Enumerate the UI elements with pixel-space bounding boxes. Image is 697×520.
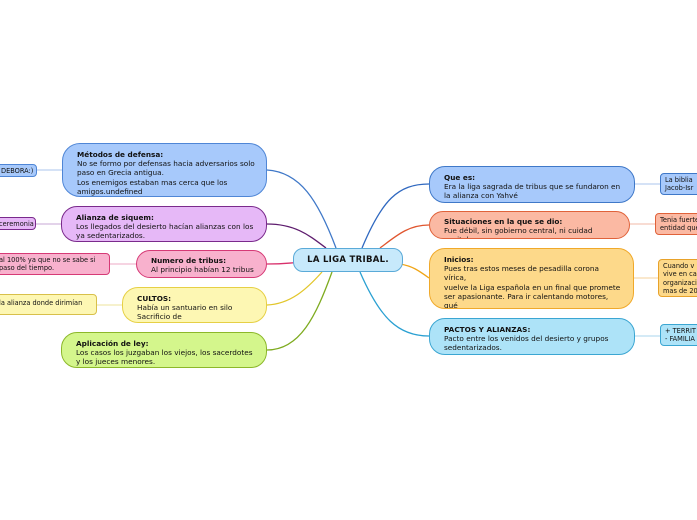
topic-pactos-y-alianzas[interactable]: PACTOS Y ALIANZAS: Pacto entre los venid…	[429, 318, 635, 355]
connector-left-0	[266, 169, 337, 249]
topic-title: Situaciones en la que se dio:	[444, 217, 563, 226]
topic-body: Pues tras estos meses de pesadilla coron…	[444, 264, 621, 309]
connector-left-1	[266, 223, 327, 249]
topic-aplicacion-de-ley[interactable]: Aplicación de ley: Los casos los juzgaba…	[61, 332, 267, 368]
topic-title: Alianza de siquem:	[76, 213, 154, 222]
topic-body: Al principio habían 12 tribus	[151, 265, 254, 275]
topic-body: No se formo por defensas hacia adversari…	[77, 159, 255, 196]
connector-right-0	[361, 183, 430, 249]
topic-title: Inicios:	[444, 255, 474, 264]
subtopic-biblia[interactable]: La biblia Jacob-Isr	[660, 173, 697, 195]
topic-body: Había un santuario en silo Sacrificio de…	[137, 303, 233, 322]
subtopic-cuando[interactable]: Cuando v vive en ca organizaci mas de 20	[658, 259, 697, 297]
connector-left-3	[266, 271, 323, 306]
topic-numero-de-tribus[interactable]: Numero de tribus: Al principio habían 12…	[136, 250, 267, 278]
connector-right-1	[379, 224, 430, 249]
topic-body: Pacto entre los venidos del desierto y g…	[444, 334, 609, 353]
subtopic-territorio[interactable]: + TERRIT - FAMILIA	[660, 324, 697, 346]
topic-situaciones[interactable]: Situaciones en la que se dio: Fue débil,…	[429, 211, 630, 239]
connector-right-2	[399, 263, 430, 279]
topic-body: Los llegados del desierto hacían alianza…	[76, 222, 254, 241]
topic-que-es[interactable]: Que es: Era la liga sagrada de tribus qu…	[429, 166, 635, 203]
topic-body: Era la liga sagrada de tribus que se fun…	[444, 182, 621, 201]
connector-left-4	[266, 271, 333, 351]
topic-title: Que es:	[444, 173, 476, 182]
topic-body: Los casos los juzgaban los viejos, los s…	[76, 348, 253, 367]
topic-metodos-de-defensa[interactable]: Métodos de defensa: No se formo por defe…	[62, 143, 267, 197]
topic-alianza-de-siquem[interactable]: Alianza de siquem: Los llegados del desi…	[61, 206, 267, 242]
topic-title: PACTOS Y ALIANZAS:	[444, 325, 531, 334]
subtopic-dirimian[interactable]: la alianza donde dirimían	[0, 294, 97, 315]
central-topic[interactable]: LA LIGA TRIBAL.	[293, 248, 403, 272]
topic-inicios[interactable]: Inicios: Pues tras estos meses de pesadi…	[429, 248, 634, 309]
subtopic-tiempo[interactable]: al 100% ya que no se sabe si paso del ti…	[0, 253, 110, 275]
topic-title: Métodos de defensa:	[77, 150, 164, 159]
connector-right-3	[359, 271, 430, 337]
subtopic-ceremonia[interactable]: ceremonia	[0, 217, 36, 230]
topic-cultos[interactable]: CULTOS: Había un santuario en silo Sacri…	[122, 287, 267, 323]
topic-body: Fue débil, sin gobierno central, ni cuid…	[444, 226, 593, 238]
topic-title: Aplicación de ley:	[76, 339, 149, 348]
topic-title: CULTOS:	[137, 294, 172, 303]
subtopic-debora[interactable]: DEBORA:)	[0, 164, 37, 177]
topic-title: Numero de tribus:	[151, 256, 226, 265]
